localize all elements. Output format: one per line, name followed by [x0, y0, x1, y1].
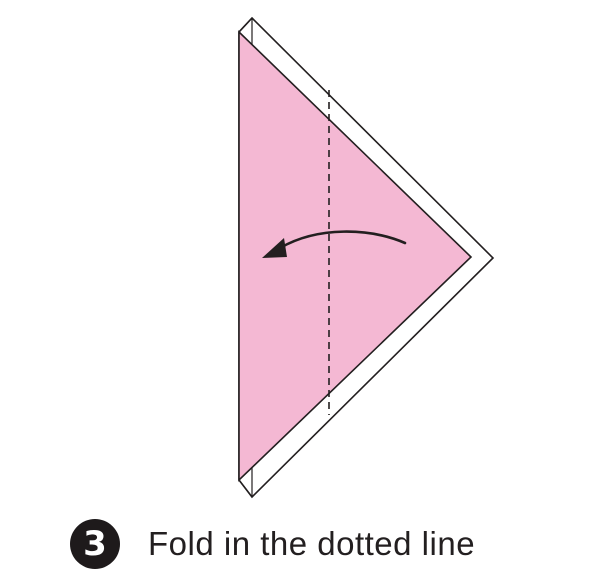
paper-front-triangle	[238, 30, 473, 482]
curved-arrow-left-icon	[262, 230, 407, 258]
step-number-badge: 3	[70, 519, 120, 569]
step-caption: 3 Fold in the dotted line	[70, 518, 475, 570]
paper-edge-bottom	[238, 479, 253, 498]
step-instruction: Fold in the dotted line	[148, 525, 476, 562]
paper-edge-top	[238, 17, 253, 33]
